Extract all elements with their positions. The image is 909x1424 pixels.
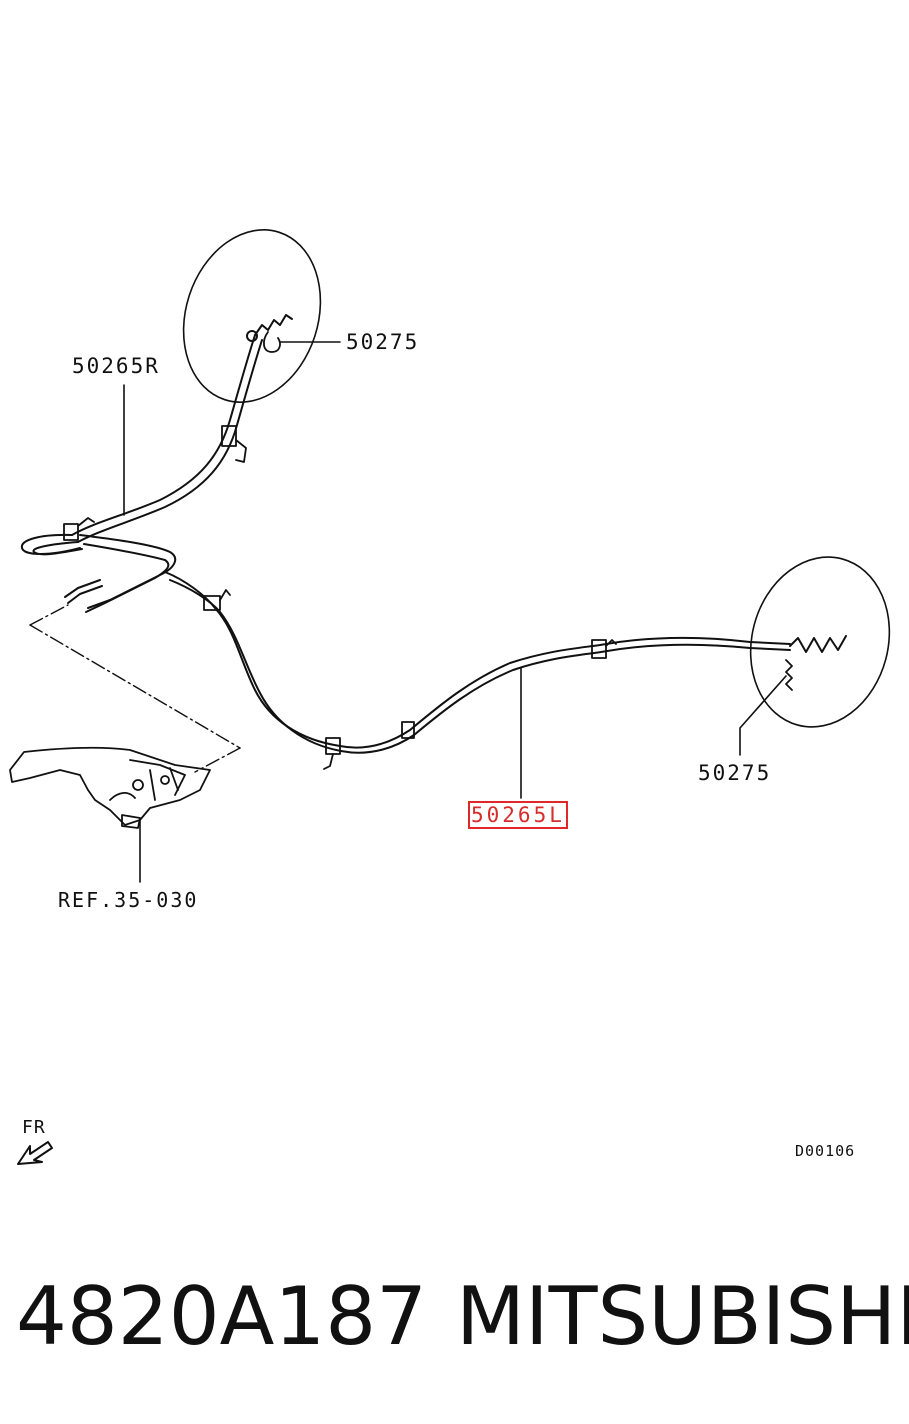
label-50275-right: 50275 — [698, 761, 772, 785]
leader-lines — [123, 341, 787, 883]
cable-brackets — [63, 331, 793, 770]
label-50265r: 50265R — [72, 354, 160, 378]
upper-brake-drum — [182, 229, 322, 403]
phantom-lines — [29, 604, 241, 773]
label-front: FR — [22, 1117, 46, 1138]
label-50275-top: 50275 — [346, 330, 420, 354]
label-50265l-highlighted: 50265L — [468, 801, 568, 829]
cable-50265l — [64, 534, 847, 754]
label-reference: REF.35-030 — [58, 888, 199, 912]
hand-brake-lever — [9, 746, 211, 829]
part-number: 4820A187 — [16, 1270, 428, 1363]
front-arrow-icon — [17, 1141, 53, 1165]
drawing-code: D00106 — [795, 1142, 856, 1160]
cable-50265r — [20, 314, 293, 556]
brand-name: MITSUBISHI — [456, 1270, 909, 1363]
right-brake-drum — [749, 556, 891, 728]
